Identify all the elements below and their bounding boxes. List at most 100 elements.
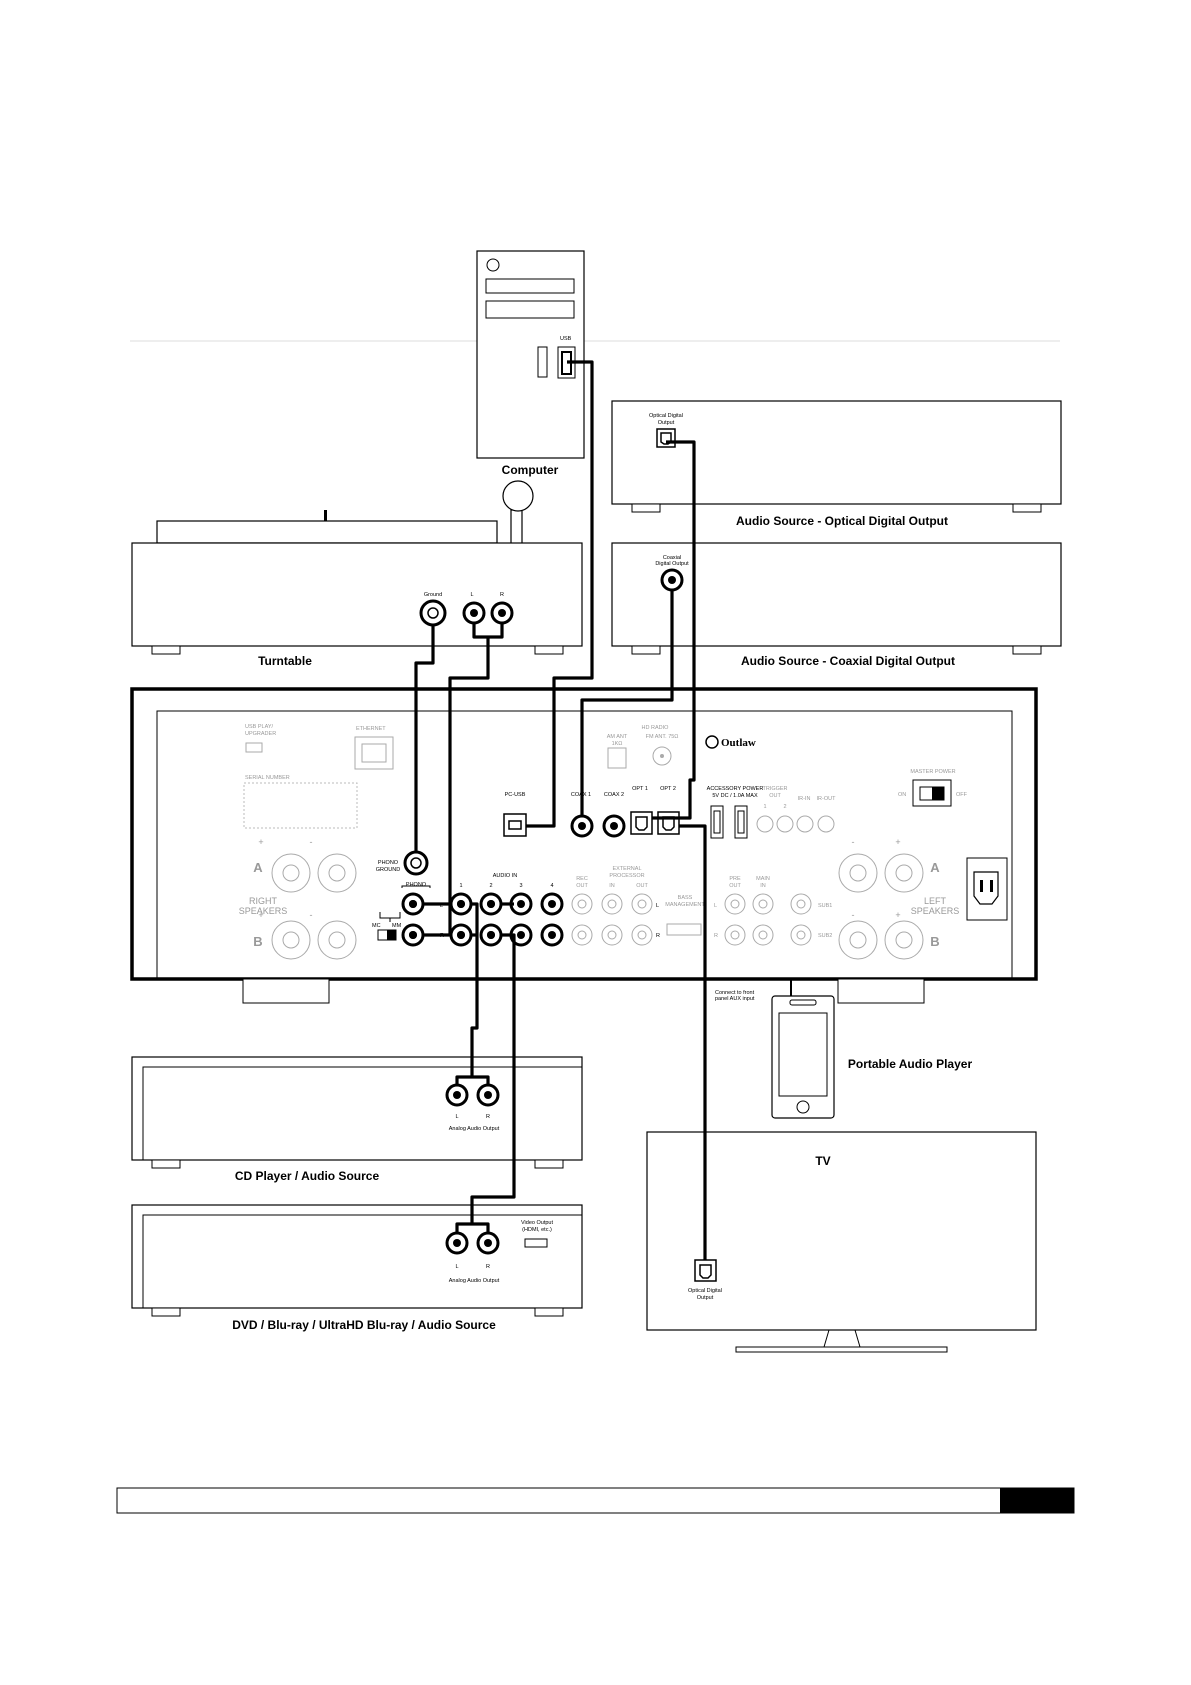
svg-text:PROCESSOR: PROCESSOR [609, 873, 644, 879]
turntable-label: Turntable [258, 654, 312, 668]
svg-text:L: L [656, 903, 659, 909]
portable-player-device: Connect to front panel AUX input Portabl… [715, 979, 972, 1119]
fm-antenna-jack [652, 746, 672, 766]
svg-text:Output: Output [697, 1295, 714, 1301]
amplifier-inner-panel [156, 710, 1013, 980]
optical-source-cable [666, 440, 696, 812]
usb-play-label: USB PLAY/ [245, 724, 273, 730]
turntable-tonearm-icon [502, 480, 534, 512]
computer-device: USB Computer [476, 250, 585, 477]
cd-player-label: CD Player / Audio Source [235, 1169, 380, 1183]
svg-text:OUT: OUT [576, 883, 588, 889]
cd-player-frame [131, 1056, 583, 1161]
amplifier-rear-panel: USB PLAY/ UPGRADER ETHERNET SERIAL NUMBE… [130, 687, 1038, 1004]
svg-text:1KΩ: 1KΩ [612, 741, 623, 747]
svg-text:Digital Output: Digital Output [655, 561, 689, 567]
coaxial-source-device: Coaxial Digital Output Audio Source - Co… [611, 542, 1062, 668]
pre-main-jacks [724, 893, 812, 946]
turntable-device: Ground L R Turntable [131, 480, 583, 668]
svg-text:OUT: OUT [636, 883, 648, 889]
amplifier-foot [837, 978, 925, 1004]
brand-logo: Outlaw [721, 737, 756, 749]
rec-ext-jacks [571, 893, 653, 946]
svg-text:ON: ON [898, 792, 906, 798]
tv-label: TV [815, 1154, 830, 1168]
svg-text:(HDMI, etc.): (HDMI, etc.) [522, 1227, 552, 1233]
cd-player-device: L R Analog Audio Output CD Player / Audi… [131, 1056, 583, 1183]
hdmi-port [524, 1238, 548, 1248]
svg-text:MC: MC [372, 923, 381, 929]
svg-text:GROUND: GROUND [376, 867, 400, 873]
turntable-right-label: R [500, 592, 504, 598]
svg-text:B: B [253, 934, 262, 949]
svg-text:IN: IN [609, 883, 615, 889]
phono-cable [423, 623, 504, 906]
left-speaker-terminals [838, 853, 924, 960]
svg-text:B: B [930, 934, 939, 949]
coaxial-source-body [611, 542, 1062, 647]
master-power-label: MASTER POWER [910, 769, 955, 775]
tv-optical-cable [679, 824, 707, 1260]
svg-text:MANAGEMENT: MANAGEMENT [665, 902, 705, 908]
svg-text:R: R [714, 933, 718, 939]
svg-text:+: + [895, 837, 900, 847]
dvd-player-frame [131, 1204, 583, 1309]
trigger-jack [756, 815, 774, 833]
opt1-label: OPT 1 [632, 786, 648, 792]
svg-text:+: + [258, 910, 263, 920]
bass-management-label: BASS [678, 895, 693, 901]
computer-power-icon [486, 258, 500, 272]
fm-ant-label: FM ANT. 75Ω [646, 734, 679, 740]
computer-usb-label: USB [560, 336, 572, 342]
svg-text:-: - [852, 837, 855, 847]
computer-usb-slot [537, 346, 548, 378]
ac-power-inlet [966, 857, 1008, 921]
page-footer [116, 1487, 1075, 1514]
ethernet-label: ETHERNET [356, 726, 386, 732]
optical-source-body [611, 400, 1062, 505]
turntable-left-label: L [470, 592, 473, 598]
svg-text:4: 4 [550, 883, 553, 889]
turntable-arm-post [510, 509, 523, 546]
opt2-label: OPT 2 [660, 786, 676, 792]
svg-text:1: 1 [459, 883, 462, 889]
ir-in-jack [796, 815, 814, 833]
master-power-switch [912, 779, 952, 807]
coaxial-source-label: Audio Source - Coaxial Digital Output [741, 654, 955, 668]
svg-text:R: R [486, 1264, 490, 1270]
accessory-power-label: ACCESSORY POWER [707, 786, 764, 792]
serial-number-label: SERIAL NUMBER [245, 775, 290, 781]
phono-label: PHONO [406, 882, 427, 888]
background-band [130, 340, 1060, 342]
turntable-body [131, 542, 583, 647]
portable-player-body [771, 995, 835, 1119]
svg-text:A: A [930, 860, 940, 875]
cable-plugs [409, 900, 495, 939]
svg-text:-: - [310, 837, 313, 847]
dvd-player-device: L R Analog Audio Output Video Output (HD… [131, 1204, 583, 1332]
portable-note: Connect to front [715, 990, 755, 996]
ir-out-jack [817, 815, 835, 833]
optical-source-label: Audio Source - Optical Digital Output [736, 514, 948, 528]
optical-source-device: Optical Digital Output Audio Source - Op… [611, 400, 1062, 528]
cd-cable [455, 902, 490, 1085]
cd-output-label: Analog Audio Output [449, 1126, 500, 1132]
footer-bar [116, 1487, 1075, 1514]
svg-text:2: 2 [783, 804, 786, 810]
svg-text:5V DC / 1.0A MAX: 5V DC / 1.0A MAX [712, 793, 758, 799]
svg-text:R: R [486, 1114, 490, 1120]
phono-ground-label: PHONO [378, 860, 399, 866]
serial-number-box [243, 782, 358, 829]
bass-management-switch [666, 923, 702, 936]
pc-usb-label: PC-USB [505, 792, 526, 798]
computer-drive-bay [485, 278, 575, 294]
turntable-ground-label: Ground [424, 592, 442, 598]
svg-text:OUT: OUT [769, 793, 781, 799]
cables [414, 360, 707, 1260]
right-speaker-terminals [271, 853, 357, 960]
trigger-jack [776, 815, 794, 833]
svg-text:IN: IN [760, 883, 766, 889]
svg-text:A: A [253, 860, 263, 875]
tv-device: Optical Digital Output TV [646, 1131, 1037, 1353]
audio-in-label: AUDIO IN [493, 873, 517, 879]
